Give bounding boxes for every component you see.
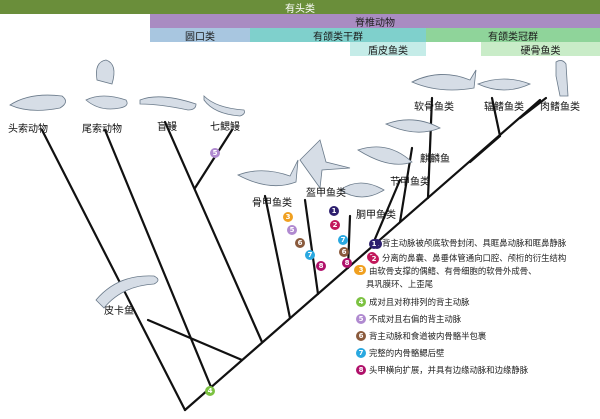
hagfish-shape (139, 96, 197, 111)
taxon-urochordata: 尾索动物 (82, 124, 122, 135)
node-4-marker: 4 (205, 386, 215, 396)
branch-actinopterygii (490, 96, 502, 138)
node-7-marker: 7 (305, 250, 315, 260)
band-placoderms: 盾皮鱼类 (350, 42, 426, 56)
branch-cyclostomes (163, 120, 264, 344)
branch-urochordata (103, 128, 213, 389)
galeaspida-shape (299, 139, 351, 190)
actinopterygian-shape (476, 78, 532, 91)
node-5-marker: 5 (210, 148, 220, 158)
lamprey-shape (203, 95, 245, 117)
branch-arthrodira (370, 178, 402, 248)
legend-text-5: 不成对且右偏的背主动脉 (369, 314, 462, 324)
branch-osteichthyes (468, 134, 502, 164)
node-1-marker-a: 1 (329, 206, 339, 216)
taxon-chondrichthyes: 软骨鱼类 (414, 102, 454, 113)
branch-pikaia (146, 318, 244, 362)
node-7-marker-b: 7 (338, 235, 348, 245)
node-3-marker-a: 3 (283, 212, 293, 222)
legend-text-6: 背主动脉和食道被内骨骼半包裹 (369, 331, 487, 341)
arthrodira-shape (357, 146, 413, 165)
legend-marker-8: 8 (356, 365, 366, 375)
osteostraci-shape (237, 159, 299, 187)
pikaia-shape (95, 275, 159, 309)
organism-illustrations (9, 59, 569, 309)
legend-marker-4: 4 (356, 297, 366, 307)
tunicate-shape (96, 59, 115, 85)
node-6-marker-b: 6 (339, 247, 349, 257)
shark-shape (411, 69, 477, 91)
taxon-actinopterygii: 辐鳍鱼类 (484, 102, 524, 113)
human-shape (555, 60, 569, 97)
antiarchi-shape (339, 182, 385, 198)
legend-marker-3: 3 (356, 265, 366, 275)
legend-marker-5: 5 (356, 314, 366, 324)
legend-text-4: 成对且对称排列的背主动脉 (369, 297, 470, 307)
legend-marker-1: 1 (369, 239, 379, 249)
legend-marker-2: 2 (369, 254, 379, 264)
band-crown-gnathostomes: 有颌类冠群 (426, 28, 600, 42)
band-craniata: 有头类 (0, 0, 600, 14)
legend-text-8: 头甲横向扩展，并具有边缘动脉和边缘静脉 (369, 365, 529, 375)
qilinyu-shape (384, 119, 441, 133)
node-8-marker-b: 8 (342, 258, 352, 268)
taxon-arthrodira: 节甲鱼类 (390, 177, 430, 188)
legend-text-1: 背主动脉被颅底软骨封闭、具眶鼻动脉和眶鼻静脉 (382, 238, 567, 248)
band-cyclostomes: 圆口类 (150, 28, 250, 42)
band-vertebrata: 脊椎动物 (150, 14, 600, 28)
taxon-lamprey: 七鳃鳗 (210, 122, 240, 133)
branch-galeaspida (303, 198, 320, 296)
amphioxus-shape (9, 94, 66, 111)
legend-marker-7: 7 (356, 348, 366, 358)
taxon-antiarchi: 胴甲鱼类 (356, 210, 396, 221)
branch-osteostraci (263, 194, 292, 320)
legend-text-3b: 具巩膜环、上歪尾 (366, 279, 433, 289)
tunicate-larva-shape (85, 95, 128, 110)
legend-text-3: 由软骨支撑的偶鳍、有骨细胞的软骨外成骨、 (369, 266, 537, 276)
node-2-marker-a: 2 (330, 220, 340, 230)
band-osteichthyes: 硬骨鱼类 (481, 42, 600, 56)
taxon-osteostraci: 骨甲鱼类 (252, 198, 292, 209)
taxon-pikaia: 皮卡鱼 (104, 306, 134, 317)
taxon-qilinyu: 麒麟鱼 (420, 154, 450, 165)
legend-text-7: 完整的内骨骼鳃后壁 (369, 348, 445, 358)
legend-text-2: 分离的鼻囊、鼻垂体管通向口腔、颅桁的衍生结构 (382, 253, 567, 263)
taxon-cephalochordata: 头索动物 (8, 124, 48, 135)
taxon-galeaspida: 盔甲鱼类 (306, 188, 346, 199)
node-8-marker: 8 (316, 261, 326, 271)
taxon-sarcopterygii: 肉鳍鱼类 (540, 102, 580, 113)
branch-cephalochordata (40, 128, 187, 412)
node-5-marker-b: 5 (287, 225, 297, 235)
node-6-marker: 6 (295, 238, 305, 248)
legend-marker-6: 6 (356, 331, 366, 341)
branch-chondrichthyes (426, 96, 434, 200)
branch-sarcopterygii (518, 96, 548, 120)
branch-lamprey (193, 128, 234, 190)
band-stem-gnathostomes: 有颌类干群 (250, 28, 426, 42)
taxon-hagfish: 盲鳗 (157, 122, 177, 133)
